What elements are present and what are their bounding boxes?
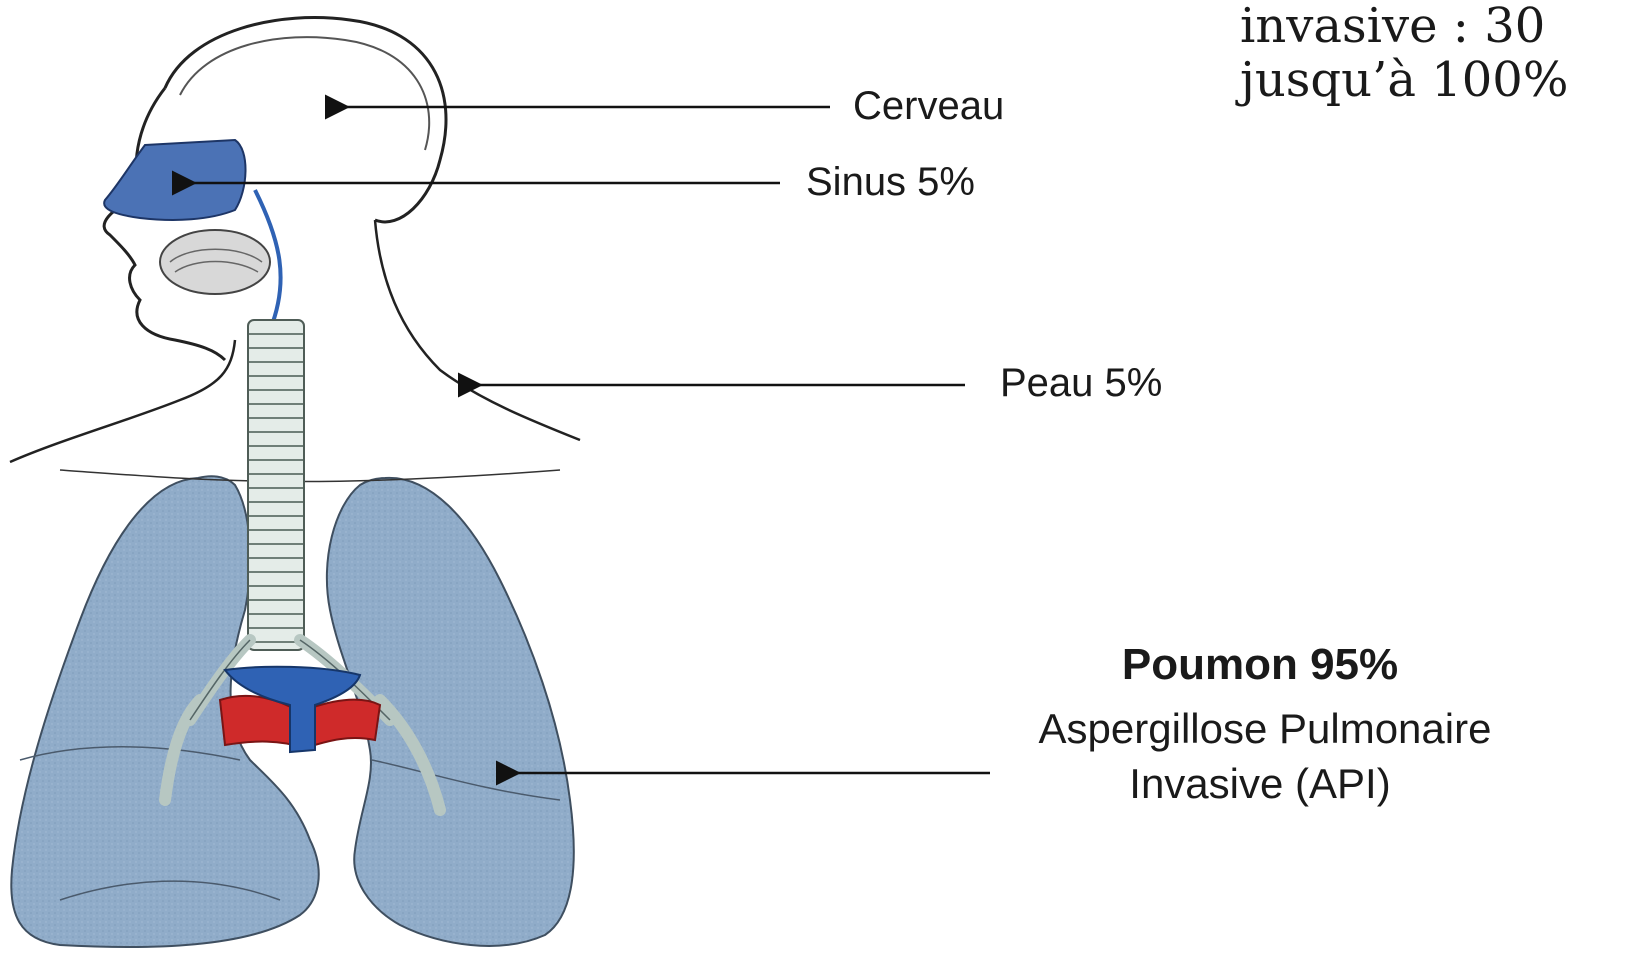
header-text-line2: jusqu’à 100% <box>1240 52 1568 110</box>
label-cerveau: Cerveau <box>853 84 1004 129</box>
sinus-region <box>104 140 245 220</box>
label-poumon-line3: Invasive (API) <box>1050 760 1470 808</box>
chest-line <box>60 470 560 482</box>
header-text-line1: invasive : 30 <box>1240 0 1545 56</box>
shoulder-left <box>10 340 235 462</box>
label-poumon-title: Poumon 95% <box>1040 640 1480 690</box>
neck-right <box>375 220 580 440</box>
label-sinus: Sinus 5% <box>806 160 975 205</box>
trachea <box>248 320 304 650</box>
label-poumon-line2: Aspergillose Pulmonaire <box>985 705 1545 753</box>
skull-inner <box>180 37 429 150</box>
label-peau: Peau 5% <box>1000 361 1162 406</box>
